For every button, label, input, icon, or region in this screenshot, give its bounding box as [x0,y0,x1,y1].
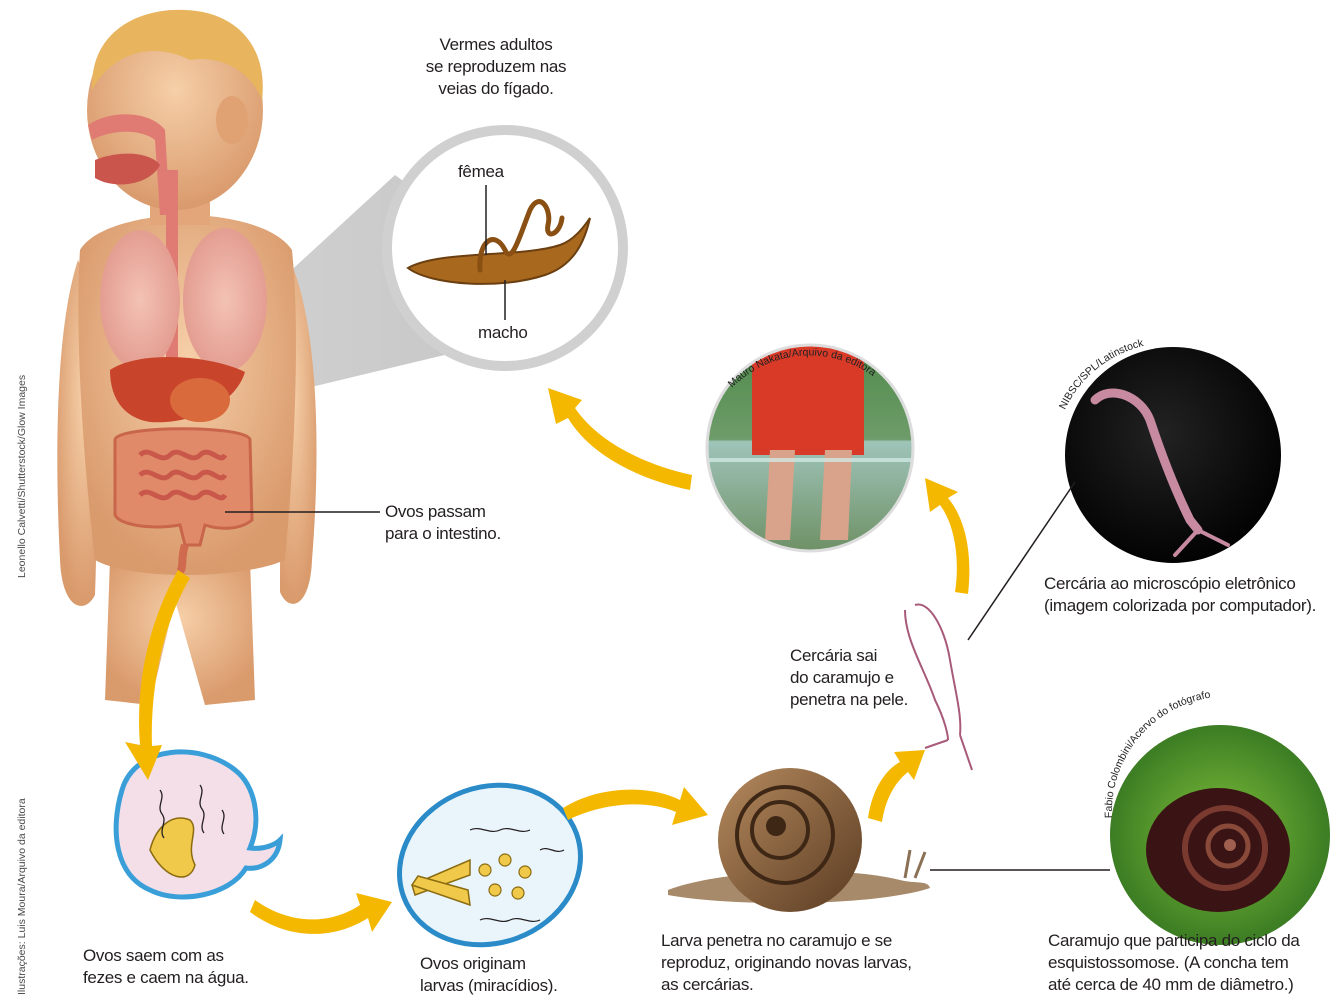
eggs-intestine-label: Ovos passam para o intestino. [385,501,501,545]
cercaria-photo-circle [1065,347,1281,563]
arrow-eggs-to-miracidia [250,893,392,934]
arrow-miracidia-to-snail [563,787,708,825]
female-label: fêmea [458,161,504,183]
boy-right-lung [183,228,267,372]
snail-cycle-label: Caramujo que participa do ciclo da esqui… [1048,930,1300,996]
arrow-cercaria-to-legs [925,478,969,594]
egg-drawing [116,752,280,897]
adult-worms-label: Vermes adultos se reproduzem nas veias d… [398,34,594,100]
boy-stomach [170,378,230,422]
eggs-feces-label: Ovos saem com as fezes e caem na água. [83,945,249,989]
left-leg [765,450,795,540]
miracidia-drawing [377,760,603,970]
snail-shell [718,768,862,912]
snail-tentacles [905,850,925,878]
eggs-larvae-label: Ovos originam larvas (miracídios). [420,953,558,997]
boy-left-lung [100,230,180,370]
cercaria-micro-label: Cercária ao microscópio eletrônico (imag… [1044,573,1316,617]
cercaria-drawing [905,604,972,770]
male-label: macho [478,322,528,344]
arrow-legs-to-liver [548,388,692,490]
right-leg [820,450,852,540]
illustrations-credit: Ilustrações: Luis Moura/Arquivo da edito… [16,798,28,995]
arrow-snail-to-cercaria [868,750,925,822]
boy-image-credit: Leonello Calvetti/Shutterstock/Glow Imag… [16,375,28,578]
boy-ear [216,96,248,144]
snail-photo-circle [1110,725,1330,945]
cercaria-leaves-label: Cercária sai do caramujo e penetra na pe… [790,645,908,711]
larva-snail-label: Larva penetra no caramujo e se reproduz,… [661,930,912,996]
